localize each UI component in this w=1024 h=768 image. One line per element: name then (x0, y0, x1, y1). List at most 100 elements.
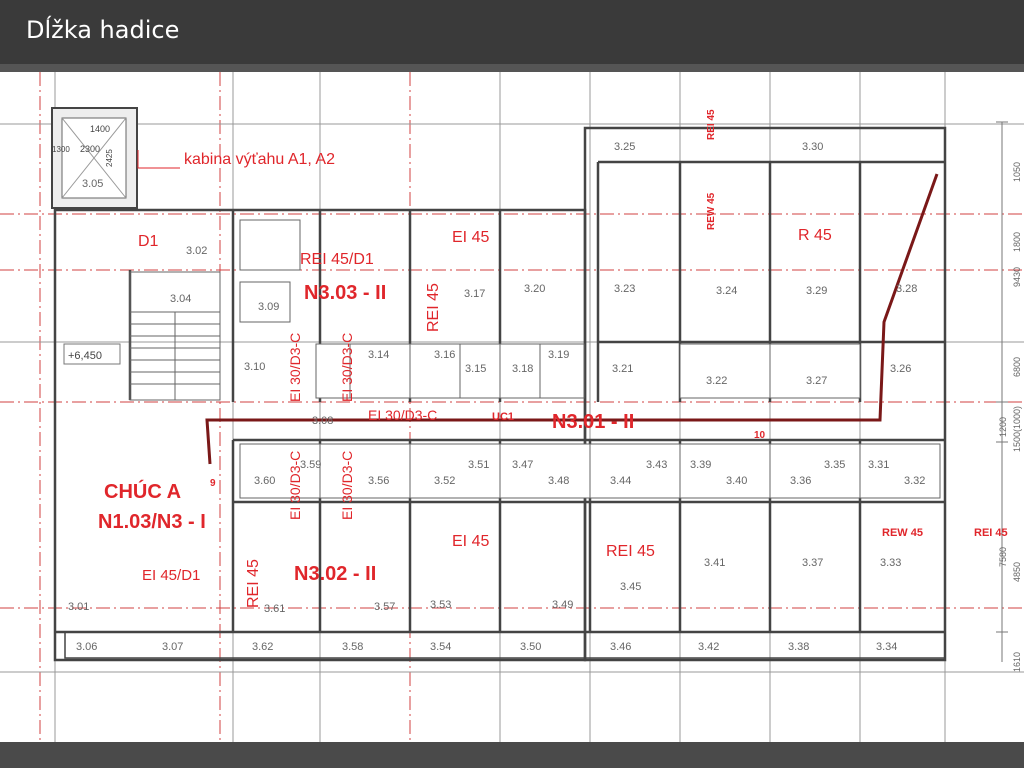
rew45-bot-label: REW 45 (882, 527, 923, 539)
level-mark: +6,450 (68, 350, 102, 362)
dim-1800: 1800 (1012, 232, 1022, 252)
room-3-56: 3.56 (368, 475, 389, 487)
room-3-34: 3.34 (876, 641, 897, 653)
room-3-26: 3.26 (890, 363, 911, 375)
dimension-labels: 1050 1800 9430 6800 1200 1500(1000) 7580… (998, 162, 1022, 672)
room-3-31: 3.31 (868, 459, 889, 471)
rei45-vert2-label: REI 45 (245, 559, 262, 608)
room-3-07: 3.07 (162, 641, 183, 653)
room-3-17: 3.17 (464, 288, 485, 300)
room-3-06: 3.06 (76, 641, 97, 653)
d1-label: D1 (138, 233, 159, 250)
marker-10: 10 (754, 430, 766, 441)
rei45-right-label: REI 45 (974, 527, 1008, 539)
n301-label: N3.01 - II (552, 411, 634, 433)
level-box (63, 343, 121, 365)
room-3-05: 3.05 (82, 178, 103, 190)
bathroom-units (239, 219, 941, 499)
room-3-51: 3.51 (468, 459, 489, 471)
room-3-36: 3.36 (790, 475, 811, 487)
room-3-33: 3.33 (880, 557, 901, 569)
room-3-22: 3.22 (706, 375, 727, 387)
room-3-19: 3.19 (548, 349, 569, 361)
room-3-52: 3.52 (434, 475, 455, 487)
room-3-28: 3.28 (896, 283, 917, 295)
room-3-23: 3.23 (614, 283, 635, 295)
ei45-mid-label: EI 45 (452, 533, 489, 550)
page-title: Dĺžka hadice (26, 16, 180, 44)
room-3-50: 3.50 (520, 641, 541, 653)
n103-label: N1.03/N3 - I (98, 511, 206, 533)
dim-7580: 7580 (998, 547, 1008, 567)
ei45-d1-label: EI 45/D1 (142, 567, 200, 584)
room-3-20: 3.20 (524, 283, 545, 295)
room-3-45: 3.45 (620, 581, 641, 593)
room-3-37: 3.37 (802, 557, 823, 569)
room-3-57: 3.57 (374, 601, 395, 613)
dim-1200: 1200 (998, 417, 1008, 437)
ei30-b-label: EI 30/D3-C (339, 333, 355, 402)
n302-label: N3.02 - II (294, 563, 376, 585)
room-3-43: 3.43 (646, 459, 667, 471)
elevator-dim-v: 2425 (105, 149, 114, 167)
room-3-09: 3.09 (258, 301, 279, 313)
room-3-18: 3.18 (512, 363, 533, 375)
room-3-44: 3.44 (610, 475, 631, 487)
rei45-vert-label: REI 45 (425, 283, 442, 332)
ei45-top-label: EI 45 (452, 229, 489, 246)
room-3-24: 3.24 (716, 285, 737, 297)
chuc-label: CHÚC A (104, 479, 181, 503)
room-3-48: 3.48 (548, 475, 569, 487)
elevator-cabin: 1400 2300 1300 2425 3.05 (51, 107, 138, 209)
room-3-15: 3.15 (465, 363, 486, 375)
room-labels: 3.02 3.04 3.09 3.10 3.17 3.20 3.23 3.24 … (68, 141, 925, 653)
ei30-d-label: EI 30/D3-C (339, 451, 355, 520)
room-3-21: 3.21 (612, 363, 633, 375)
room-3-16: 3.16 (434, 349, 455, 361)
room-3-35: 3.35 (824, 459, 845, 471)
room-3-42: 3.42 (698, 641, 719, 653)
title-separator (0, 64, 1024, 72)
elevator-dim-w: 1400 (90, 124, 110, 134)
ei30-c-label: EI 30/D3-C (287, 451, 303, 520)
grid-lines (0, 72, 1024, 742)
elevator-dim-h: 2300 (80, 144, 100, 154)
staircase (129, 271, 221, 401)
marker-9: 9 (210, 478, 216, 489)
room-3-02: 3.02 (186, 245, 207, 257)
dim-1500: 1500(1000) (1012, 406, 1022, 452)
room-3-59: 3.59 (300, 459, 321, 471)
room-3-53: 3.53 (430, 599, 451, 611)
room-3-58: 3.58 (342, 641, 363, 653)
dim-4850: 4850 (1012, 562, 1022, 582)
room-3-38: 3.38 (788, 641, 809, 653)
room-3-08: 3.08 (312, 415, 333, 427)
room-3-14: 3.14 (368, 349, 389, 361)
room-3-04: 3.04 (170, 293, 191, 305)
dim-1050: 1050 (1012, 162, 1022, 182)
room-3-62: 3.62 (252, 641, 273, 653)
room-3-25: 3.25 (614, 141, 635, 153)
room-3-40: 3.40 (726, 475, 747, 487)
room-3-29: 3.29 (806, 285, 827, 297)
rei45-d1-label: REI 45/D1 (300, 251, 374, 268)
uc1-label: UC1 (492, 411, 514, 423)
hose-route (205, 173, 939, 465)
room-3-47: 3.47 (512, 459, 533, 471)
room-3-60: 3.60 (254, 475, 275, 487)
floor-plan-drawing: 1400 2300 1300 2425 3.05 1050 1800 9430 … (0, 72, 1024, 742)
floor-plan: 1400 2300 1300 2425 3.05 1050 1800 9430 … (0, 72, 1024, 742)
room-3-39: 3.39 (690, 459, 711, 471)
rei45-top-label: REI 45 (706, 109, 717, 140)
room-3-30: 3.30 (802, 141, 823, 153)
axis-lines (0, 72, 1024, 742)
room-3-32: 3.32 (904, 475, 925, 487)
room-3-54: 3.54 (430, 641, 451, 653)
elevator-dim-side: 1300 (52, 145, 70, 154)
room-3-01: 3.01 (68, 601, 89, 613)
dim-9430: 9430 (1012, 267, 1022, 287)
ei30-a-label: EI 30/D3-C (287, 333, 303, 402)
bottom-bar (0, 742, 1024, 768)
dim-1610: 1610 (1012, 652, 1022, 672)
room-3-27: 3.27 (806, 375, 827, 387)
